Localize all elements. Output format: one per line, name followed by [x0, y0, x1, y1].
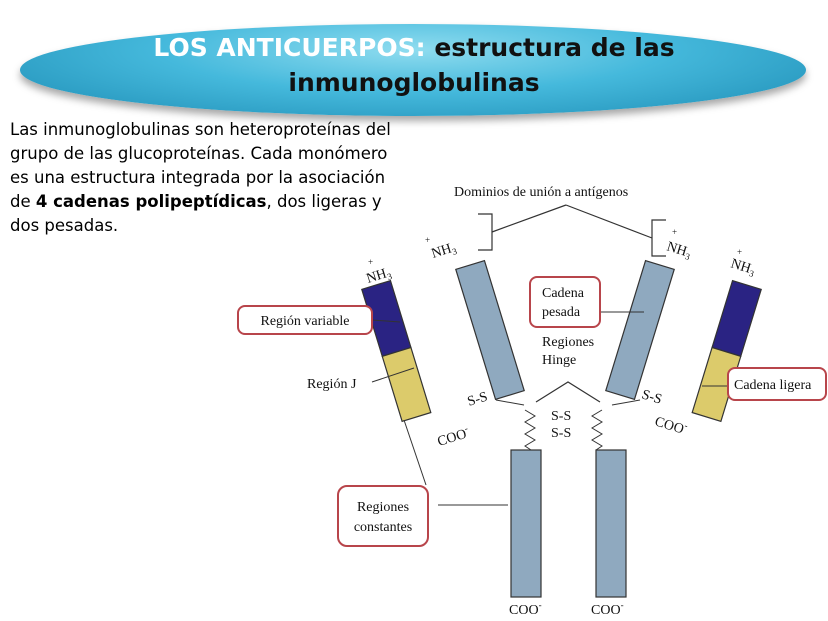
cadena-pesada-line-2: pesada: [542, 305, 581, 320]
regiones-constantes-line-1: Regiones: [357, 500, 409, 515]
ss-bond-left-link: [495, 399, 525, 406]
cadena-pesada-line-1: Cadena: [542, 286, 585, 301]
coo-label-heavy-right: COO-: [591, 600, 624, 618]
nh3-label-light-left: NH3: [365, 265, 394, 288]
bracket-left: [478, 213, 493, 251]
hinge-zigzag-left: [524, 409, 536, 451]
intro-lead: Las inmunoglobulinas son heteroproteínas…: [10, 120, 391, 211]
leader-j: [371, 367, 415, 383]
intro-paragraph: Las inmunoglobulinas son heteroproteínas…: [10, 118, 402, 238]
title-rest: estructura de las inmunoglobulinas: [288, 33, 675, 97]
hinge-zigzag-right: [591, 409, 603, 451]
coo-label-light-right: COO-: [653, 412, 689, 439]
callout-region-variable: [237, 305, 373, 335]
nh3-label-heavy-left: NH3: [430, 240, 459, 263]
regiones-constantes-line-2: constantes: [354, 520, 412, 535]
nh3-label-light-right: NH3: [729, 256, 758, 279]
heavy-chain-arm-left: [455, 259, 525, 401]
leader-variable: [371, 319, 401, 323]
coo-label-heavy-left: COO-: [509, 600, 542, 618]
callout-cadena-ligera: [727, 367, 827, 401]
heavy-chain-arm-right: [605, 259, 675, 401]
cadena-ligera-label: Cadena ligera: [734, 378, 812, 393]
page-title: LOS ANTICUERPOS: estructura de las inmun…: [60, 30, 768, 100]
variable-region-right: [711, 279, 762, 358]
callout-regiones-constantes: [337, 485, 429, 547]
region-variable-label: Región variable: [260, 314, 349, 329]
region-j-label: Región J: [307, 377, 357, 392]
ss-label-left: S-S: [466, 390, 490, 410]
constant-region-left: [381, 346, 432, 423]
light-chain-left: [361, 279, 432, 423]
dominios-line-right: [565, 204, 653, 239]
intro-tail: , dos ligeras y dos pesadas.: [10, 192, 382, 235]
ss-label-hinge-2: S-S: [551, 426, 571, 441]
dominios-line-left: [491, 204, 567, 233]
ss-label-hinge-1: S-S: [551, 409, 571, 424]
regiones-hinge-line-2: Hinge: [542, 353, 576, 368]
title-highlight: LOS ANTICUERPOS:: [153, 33, 426, 62]
coo-label-light-left: COO-: [435, 423, 471, 450]
plus-sign: +: [672, 227, 677, 237]
plus-sign: +: [368, 257, 373, 267]
callout-cadena-pesada: [529, 276, 601, 328]
dominios-label: Dominios de unión a antígenos: [454, 185, 628, 200]
regiones-hinge-line-1: Regiones: [542, 335, 594, 350]
plus-sign: +: [425, 235, 430, 245]
hinge-line: [535, 381, 601, 403]
ss-bond-right-link: [611, 399, 641, 406]
light-chain-right: [691, 279, 762, 423]
plus-sign: +: [737, 247, 742, 257]
heavy-chain-stem-right: [595, 449, 627, 598]
heavy-chain-stem-left: [510, 449, 542, 598]
title-banner: [20, 24, 806, 116]
ss-label-right: S-S: [640, 387, 664, 407]
bracket-right: [651, 219, 666, 257]
intro-bold: 4 cadenas polipeptídicas: [35, 192, 267, 211]
nh3-label-heavy-right: NH3: [665, 239, 694, 262]
leader-constantes-light: [403, 419, 427, 486]
